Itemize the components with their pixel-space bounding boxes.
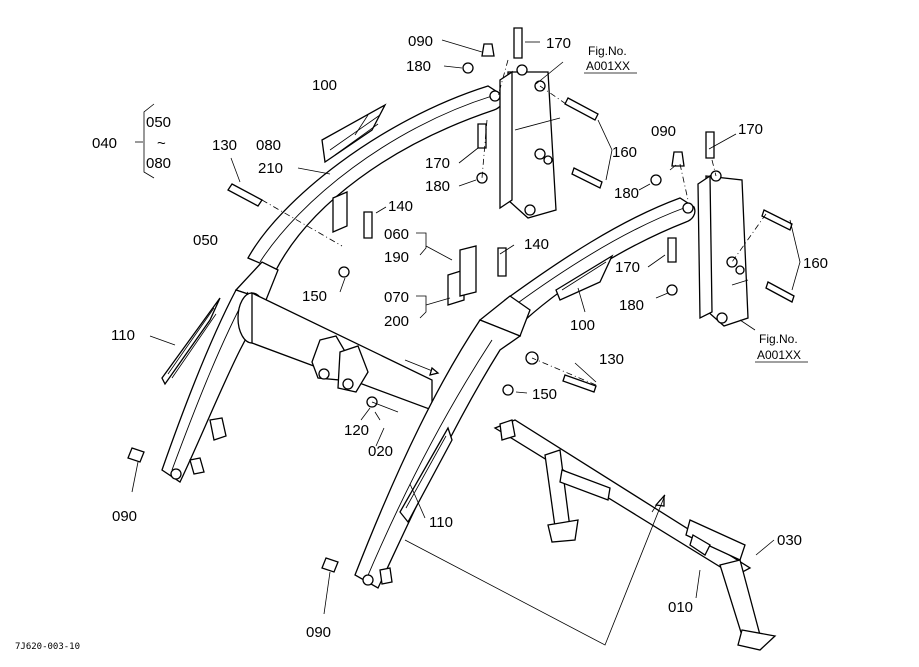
label-170-r2: 170 [615,259,640,276]
label-090-left: 090 [112,508,137,525]
label-160-top: 160 [612,144,637,161]
label-130-left: 130 [212,137,237,154]
label-200: 200 [384,313,409,330]
decal-strips [161,103,614,524]
label-090-bottom: 090 [306,624,331,641]
fasteners [127,27,795,573]
label-120: 120 [344,422,369,439]
label-080-range: 080 [146,155,171,172]
label-050-arm: 050 [193,232,218,249]
fig-ref-right-line1: Fig.No. [759,332,798,346]
drawing-code: 7J620-003-10 [15,642,80,652]
label-100-mid: 100 [570,317,595,334]
label-060: 060 [384,226,409,243]
fig-ref-right-line2: A001XX [757,348,801,362]
label-130-right: 130 [599,351,624,368]
label-170-top: 170 [546,35,571,52]
label-150-left: 150 [302,288,327,305]
label-160-right: 160 [803,255,828,272]
left-boom-arm [161,85,504,483]
label-040: 040 [92,135,117,152]
right-bracket [697,170,749,327]
label-170-right: 170 [738,121,763,138]
label-tilde: ~ [157,135,166,152]
label-110-left: 110 [111,327,135,344]
label-030: 030 [777,532,802,549]
label-170-mid: 170 [425,155,450,172]
label-050-range: 050 [146,114,171,131]
cross-tube [237,291,440,411]
label-210: 210 [258,160,283,177]
label-090-right: 090 [651,123,676,140]
label-090-top: 090 [408,33,433,50]
label-140-left: 140 [388,198,413,215]
assembly-lines [261,59,767,646]
label-110-mid: 110 [429,514,453,531]
label-020: 020 [368,443,393,460]
label-180-top: 180 [406,58,431,75]
label-180-mid: 180 [425,178,450,195]
label-080-left: 080 [256,137,281,154]
label-190: 190 [384,249,409,266]
fig-ref-top-line1: Fig.No. [588,44,627,58]
fig-ref-top-line2: A001XX [586,59,630,73]
label-150-right: 150 [532,386,557,403]
leader-lines [131,39,801,615]
label-180-right: 180 [614,185,639,202]
label-100-left: 100 [312,77,337,94]
top-bracket [499,64,561,219]
label-180-r2: 180 [619,297,644,314]
label-070: 070 [384,289,409,306]
label-010: 010 [668,599,693,616]
stand [493,419,777,651]
label-140-mid: 140 [524,236,549,253]
